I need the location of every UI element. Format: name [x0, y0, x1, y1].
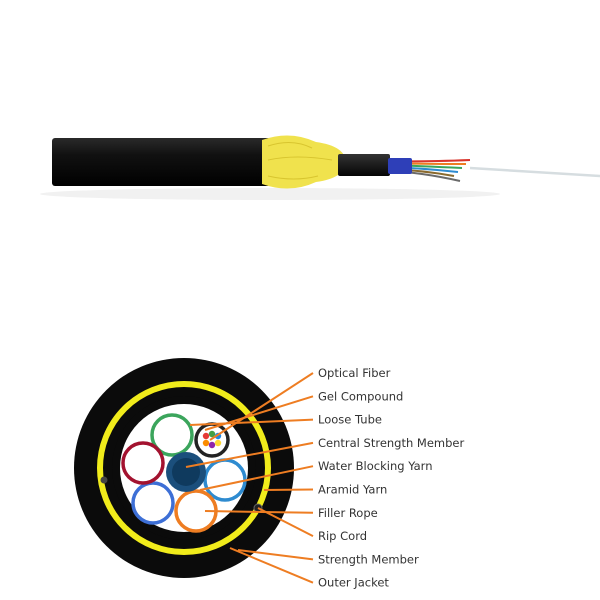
callout-label: Outer Jacket	[318, 576, 389, 590]
loose-tube	[203, 458, 247, 502]
callout-leader-line	[257, 507, 314, 537]
callout-label: Gel Compound	[318, 389, 403, 403]
optical-fiber	[202, 439, 210, 447]
loose-tube	[121, 441, 165, 485]
callout-label: Rip Cord	[318, 529, 367, 543]
optical-fiber-strand	[469, 166, 600, 178]
cable-shadow	[40, 188, 500, 200]
callout-label: Optical Fiber	[318, 366, 391, 380]
aramid-yarn-ring	[97, 381, 271, 555]
callout-leader-line	[185, 441, 314, 468]
strength-member	[100, 476, 108, 484]
callout-label: Central Strength Member	[318, 436, 465, 450]
callout-label: Loose Tube	[318, 413, 382, 427]
callout-leader-line	[204, 510, 314, 514]
callout-leader-line	[189, 418, 314, 426]
callout-label: Filler Rope	[318, 506, 378, 520]
optical-fiber	[214, 439, 222, 447]
callout-label: Water Blocking Yarn	[318, 459, 433, 473]
aramid-yarn-segment	[262, 135, 346, 189]
optical-fiber	[202, 432, 210, 440]
optical-fiber	[208, 441, 216, 449]
loose-tube	[150, 413, 194, 457]
callout-leader-line	[237, 549, 314, 561]
outer-jacket-segment	[52, 138, 272, 186]
callout-label: Aramid Yarn	[318, 483, 387, 497]
callout-label: Strength Member	[318, 552, 419, 566]
inner-sheath-segment	[338, 154, 390, 176]
callout-leader-line	[209, 372, 314, 441]
loose-tube	[131, 481, 175, 525]
callout-leader-line	[199, 465, 314, 491]
central-strength-member-core	[172, 458, 200, 486]
callout-leader-line	[229, 547, 314, 584]
fiber-strands	[387, 158, 471, 182]
callout-leader-line	[263, 488, 314, 491]
loose-tube-segment	[388, 158, 412, 174]
optical-fiber	[208, 430, 216, 438]
